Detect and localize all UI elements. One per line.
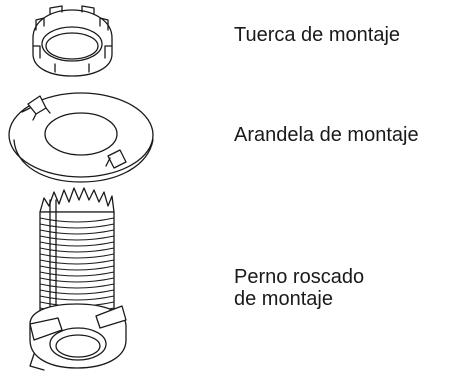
mounting-nut-label-line: Tuerca de montaje (234, 24, 401, 46)
mounting-washer-drawing (8, 92, 154, 183)
threaded-bolt-label-line-2: de montaje (234, 288, 333, 310)
threaded-bolt-label: Perno roscado de montaje (234, 266, 364, 310)
mounting-nut-label: Tuerca de montaje (234, 24, 400, 46)
mounting-nut-drawing (32, 5, 113, 77)
mounting-washer-label: Arandela de montaje (234, 124, 419, 146)
threaded-bolt-drawing (29, 187, 127, 371)
mounting-washer-label-line: Arandela de montaje (234, 124, 419, 146)
threaded-bolt-label-line-1: Perno roscado (234, 266, 365, 288)
